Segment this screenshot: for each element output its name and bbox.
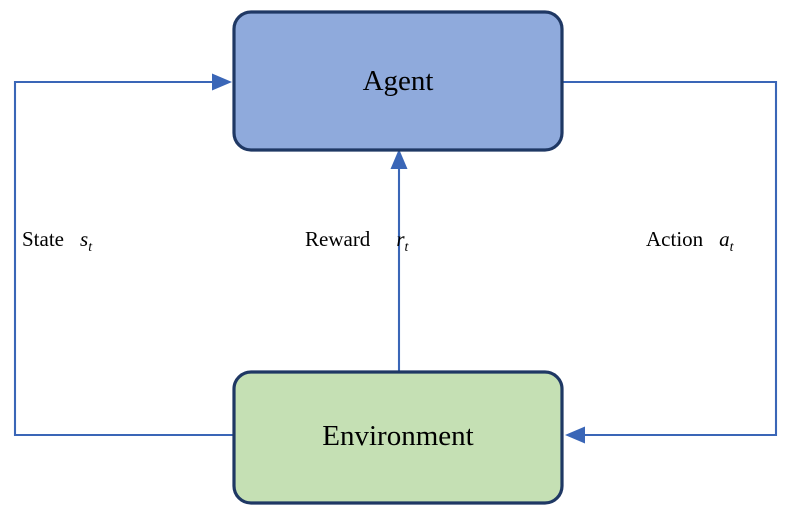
edge-action-label-text: Action bbox=[646, 227, 704, 251]
edge-state-symbol: s bbox=[80, 227, 89, 251]
edge-reward-symbol: r bbox=[396, 227, 405, 251]
node-agent-label: Agent bbox=[362, 65, 434, 97]
node-environment[interactable] bbox=[232, 370, 564, 505]
edge-action bbox=[562, 80, 778, 444]
edge-reward-label-text: Reward bbox=[305, 227, 371, 251]
edge-reward-arrowhead bbox=[390, 149, 408, 169]
edge-action-line bbox=[562, 80, 778, 437]
edge-reward-label: Reward rt bbox=[305, 227, 408, 253]
edge-reward-subscript: t bbox=[404, 238, 409, 254]
edge-state-subscript: t bbox=[88, 238, 93, 254]
edge-action-subscript: t bbox=[729, 238, 734, 254]
node-agent[interactable] bbox=[232, 10, 564, 152]
node-environment-label: Environment bbox=[322, 420, 474, 452]
edge-reward bbox=[390, 149, 408, 372]
edge-action-arrowhead bbox=[565, 426, 585, 444]
edge-state-arrowhead bbox=[212, 73, 232, 91]
edge-action-symbol: a bbox=[719, 227, 730, 251]
edge-state bbox=[13, 73, 234, 437]
edge-state-line bbox=[13, 80, 234, 437]
edge-state-label-text: State bbox=[22, 227, 64, 251]
